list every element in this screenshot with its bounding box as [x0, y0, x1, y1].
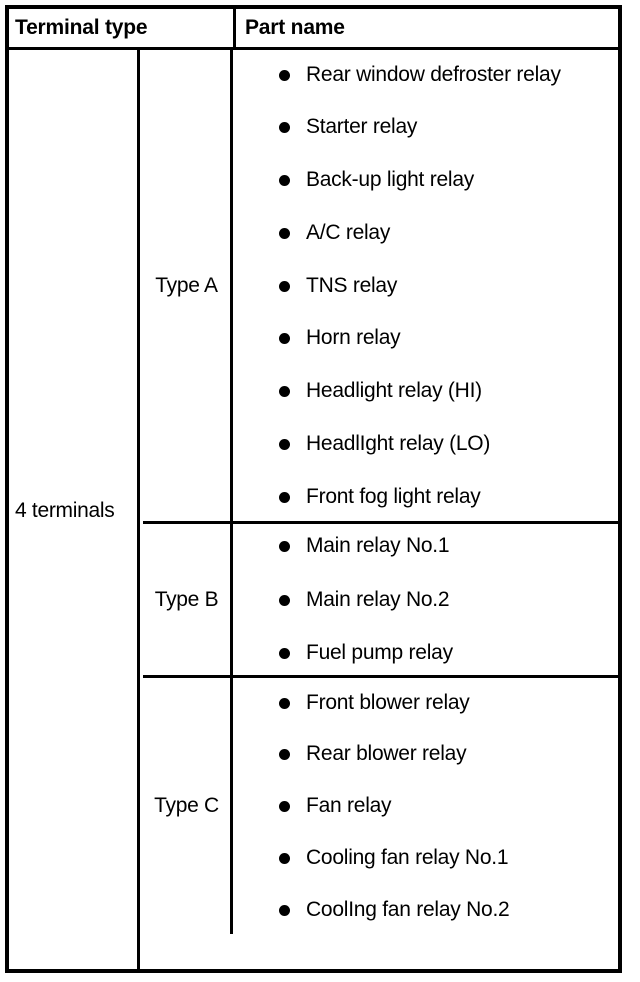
- type-label-b: Type B: [154, 587, 219, 611]
- bullet-icon: [279, 540, 290, 552]
- bullet-icon: [279, 697, 290, 709]
- type-label-cell-b: Type B: [143, 524, 233, 675]
- bullet-icon: [279, 175, 290, 187]
- part-name: Rear window defroster relay: [306, 62, 561, 86]
- bullet-icon: [279, 852, 290, 864]
- part-name: Fan relay: [306, 794, 392, 818]
- column-header-part-name-label: Part name: [245, 16, 345, 39]
- type-label-c: Type C: [154, 794, 219, 817]
- part-name: Headlight relay (HI): [306, 379, 482, 403]
- part-name: Cooling fan relay No.1: [306, 845, 509, 869]
- column-header-terminal-type: Terminal type: [9, 9, 233, 47]
- part-name: Rear blower relay: [306, 742, 467, 766]
- part-name: Horn relay: [306, 326, 401, 350]
- part-name: Front blower relay: [306, 690, 470, 714]
- list-item: Headlight relay (HI): [233, 377, 614, 405]
- bullet-icon: [279, 749, 290, 761]
- part-name: A/C relay: [306, 220, 391, 244]
- bullet-icon: [279, 69, 290, 81]
- type-label-cell-a: Type A: [143, 50, 233, 521]
- list-item: Rear window defroster relay: [233, 61, 614, 89]
- bullet-icon: [279, 648, 290, 660]
- part-name: Starter relay: [306, 115, 418, 139]
- type-label-cell-c: Type C: [143, 678, 233, 934]
- part-name: TNS relay: [306, 273, 398, 297]
- list-item: Main relay No.1: [233, 532, 614, 560]
- list-item: Back-up light relay: [233, 166, 614, 194]
- list-item: Starter relay: [233, 113, 614, 141]
- column-header-terminal-type-label: Terminal type: [15, 16, 148, 39]
- relay-table: Terminal type Part name 4 terminals Type…: [5, 5, 622, 973]
- list-item: Front fog light relay: [233, 483, 614, 511]
- type-groups-column: Type A Rear window defroster relay Start…: [143, 50, 618, 971]
- list-item: Fuel pump relay: [233, 639, 614, 667]
- bullet-icon: [279, 386, 290, 398]
- part-list-b: Main relay No.1 Main relay No.2 Fuel pum…: [233, 524, 618, 675]
- terminal-type-cell: 4 terminals: [9, 50, 140, 971]
- list-item: CoolIng fan relay No.2: [233, 896, 614, 924]
- type-group-c: Type C Front blower relay Rear blower re…: [143, 675, 618, 934]
- list-item: Fan relay: [233, 792, 614, 820]
- part-name: Main relay No.1: [306, 533, 450, 557]
- list-item: Horn relay: [233, 324, 614, 352]
- bullet-icon: [279, 438, 290, 450]
- bullet-icon: [279, 333, 290, 345]
- terminal-type-label: 4 terminals: [15, 498, 115, 522]
- list-item: Rear blower relay: [233, 740, 614, 768]
- list-item: Cooling fan relay No.1: [233, 844, 614, 872]
- type-group-a: Type A Rear window defroster relay Start…: [143, 50, 618, 521]
- type-group-b: Type B Main relay No.1 Main relay No.2 F…: [143, 521, 618, 675]
- list-item: Front blower relay: [233, 689, 614, 717]
- bullet-icon: [279, 594, 290, 606]
- type-label-a: Type A: [155, 273, 218, 297]
- part-name: Main relay No.2: [306, 587, 450, 611]
- list-item: HeadlIght relay (LO): [233, 430, 614, 458]
- part-list-a: Rear window defroster relay Starter rela…: [233, 50, 618, 521]
- bullet-icon: [279, 801, 290, 813]
- part-list-c: Front blower relay Rear blower relay Fan…: [233, 678, 618, 934]
- bullet-icon: [279, 904, 290, 916]
- table-body: 4 terminals Type A Rear window defroster…: [9, 50, 618, 971]
- bullet-icon: [279, 280, 290, 292]
- list-item: TNS relay: [233, 272, 614, 300]
- part-name: CoolIng fan relay No.2: [306, 897, 510, 921]
- part-name: Front fog light relay: [306, 484, 481, 508]
- bullet-icon: [279, 491, 290, 503]
- part-name: Back-up light relay: [306, 168, 474, 192]
- bullet-icon: [279, 122, 290, 134]
- part-name: HeadlIght relay (LO): [306, 431, 491, 455]
- column-header-part-name: Part name: [233, 9, 618, 47]
- list-item: Main relay No.2: [233, 586, 614, 614]
- part-name: Fuel pump relay: [306, 641, 453, 665]
- list-item: A/C relay: [233, 219, 614, 247]
- table-header-row: Terminal type Part name: [9, 9, 618, 50]
- bullet-icon: [279, 227, 290, 239]
